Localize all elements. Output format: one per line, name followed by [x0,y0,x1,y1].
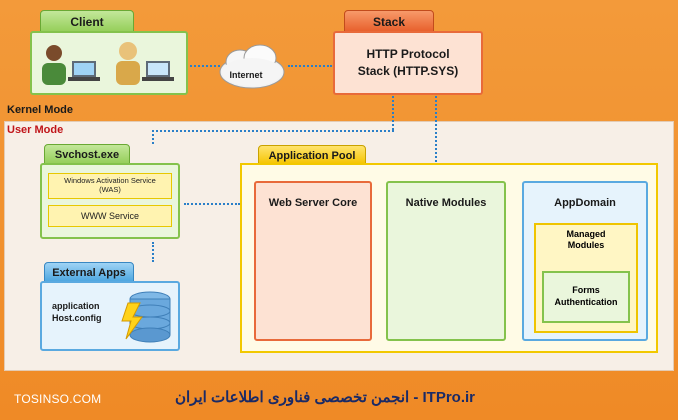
client-tab: Client [40,10,134,32]
appdomain-box: AppDomain Managed Modules Forms Authenti… [522,181,648,341]
appdomain-title: AppDomain [554,197,616,209]
svchost-box: Windows Activation Service (WAS) WWW Ser… [40,163,180,239]
app-pool-title: Application Pool [268,150,356,162]
forms-auth-text: Forms Authentication [544,285,628,308]
www-service-row: WWW Service [48,205,172,227]
database-icon [121,291,171,343]
svchost-apppool-link [184,203,240,205]
was-row: Windows Activation Service (WAS) [48,173,172,199]
footer-brand-label: ITPro.ir - انجمن تخصصی فناوری اطلاعات ای… [175,389,476,406]
internet-stack-link [288,65,332,67]
stack-svchost-link [152,130,394,132]
apppool-stack-link [435,96,437,162]
footer-site-label: TOSINSO.COM [14,392,102,406]
stack-title: Stack [372,15,406,29]
native-modules-box: Native Modules [386,181,506,341]
client-title: Client [70,15,104,29]
svchost-title: Svchost.exe [54,149,120,161]
external-apps-tab: External Apps [44,262,134,282]
native-modules-label: Native Modules [405,197,487,209]
app-pool-box: Web Server Core Native Modules AppDomain… [240,163,658,353]
kernel-mode-label: Kernel Mode [7,104,74,116]
external-apps-box: application Host.config [40,281,180,351]
was-line1: Windows Activation Service [64,176,156,185]
external-apps-text: application Host.config [52,301,102,324]
forms-auth-box: Forms Authentication [542,271,630,323]
managed-modules-text: Managed Modules [536,229,636,252]
managed-line2: Modules [567,240,605,251]
svchost-drop-link [152,130,154,144]
web-server-core-label: Web Server Core [268,197,358,209]
users-icon [42,42,174,85]
forms-line1: Forms [572,285,600,295]
forms-line2: Authentication [554,296,618,307]
cloud-icon [219,44,285,89]
external-apps-line2: Host.config [52,312,102,323]
internet-label: Internet [229,70,263,80]
web-server-core-box: Web Server Core [254,181,372,341]
client-box [30,31,188,95]
stack-down-link [392,96,394,130]
was-line2: (WAS) [99,184,121,194]
managed-line1: Managed [566,229,606,239]
user-mode-label: User Mode [7,124,64,136]
client-internet-link [190,65,220,67]
www-service-label: WWW Service [81,211,139,221]
external-apps-line1: application [52,301,100,311]
stack-line2: Stack (HTTP.SYS) [357,64,459,78]
http-sys-box: HTTP Protocol Stack (HTTP.SYS) [333,31,483,95]
stack-tab: Stack [344,10,434,32]
svchost-tab: Svchost.exe [44,144,130,164]
managed-modules-box: Managed Modules Forms Authentication [534,223,638,333]
stack-line1: HTTP Protocol [366,47,450,61]
external-apps-title: External Apps [52,267,126,279]
app-pool-tab: Application Pool [258,145,366,165]
svchost-external-link [152,242,154,262]
